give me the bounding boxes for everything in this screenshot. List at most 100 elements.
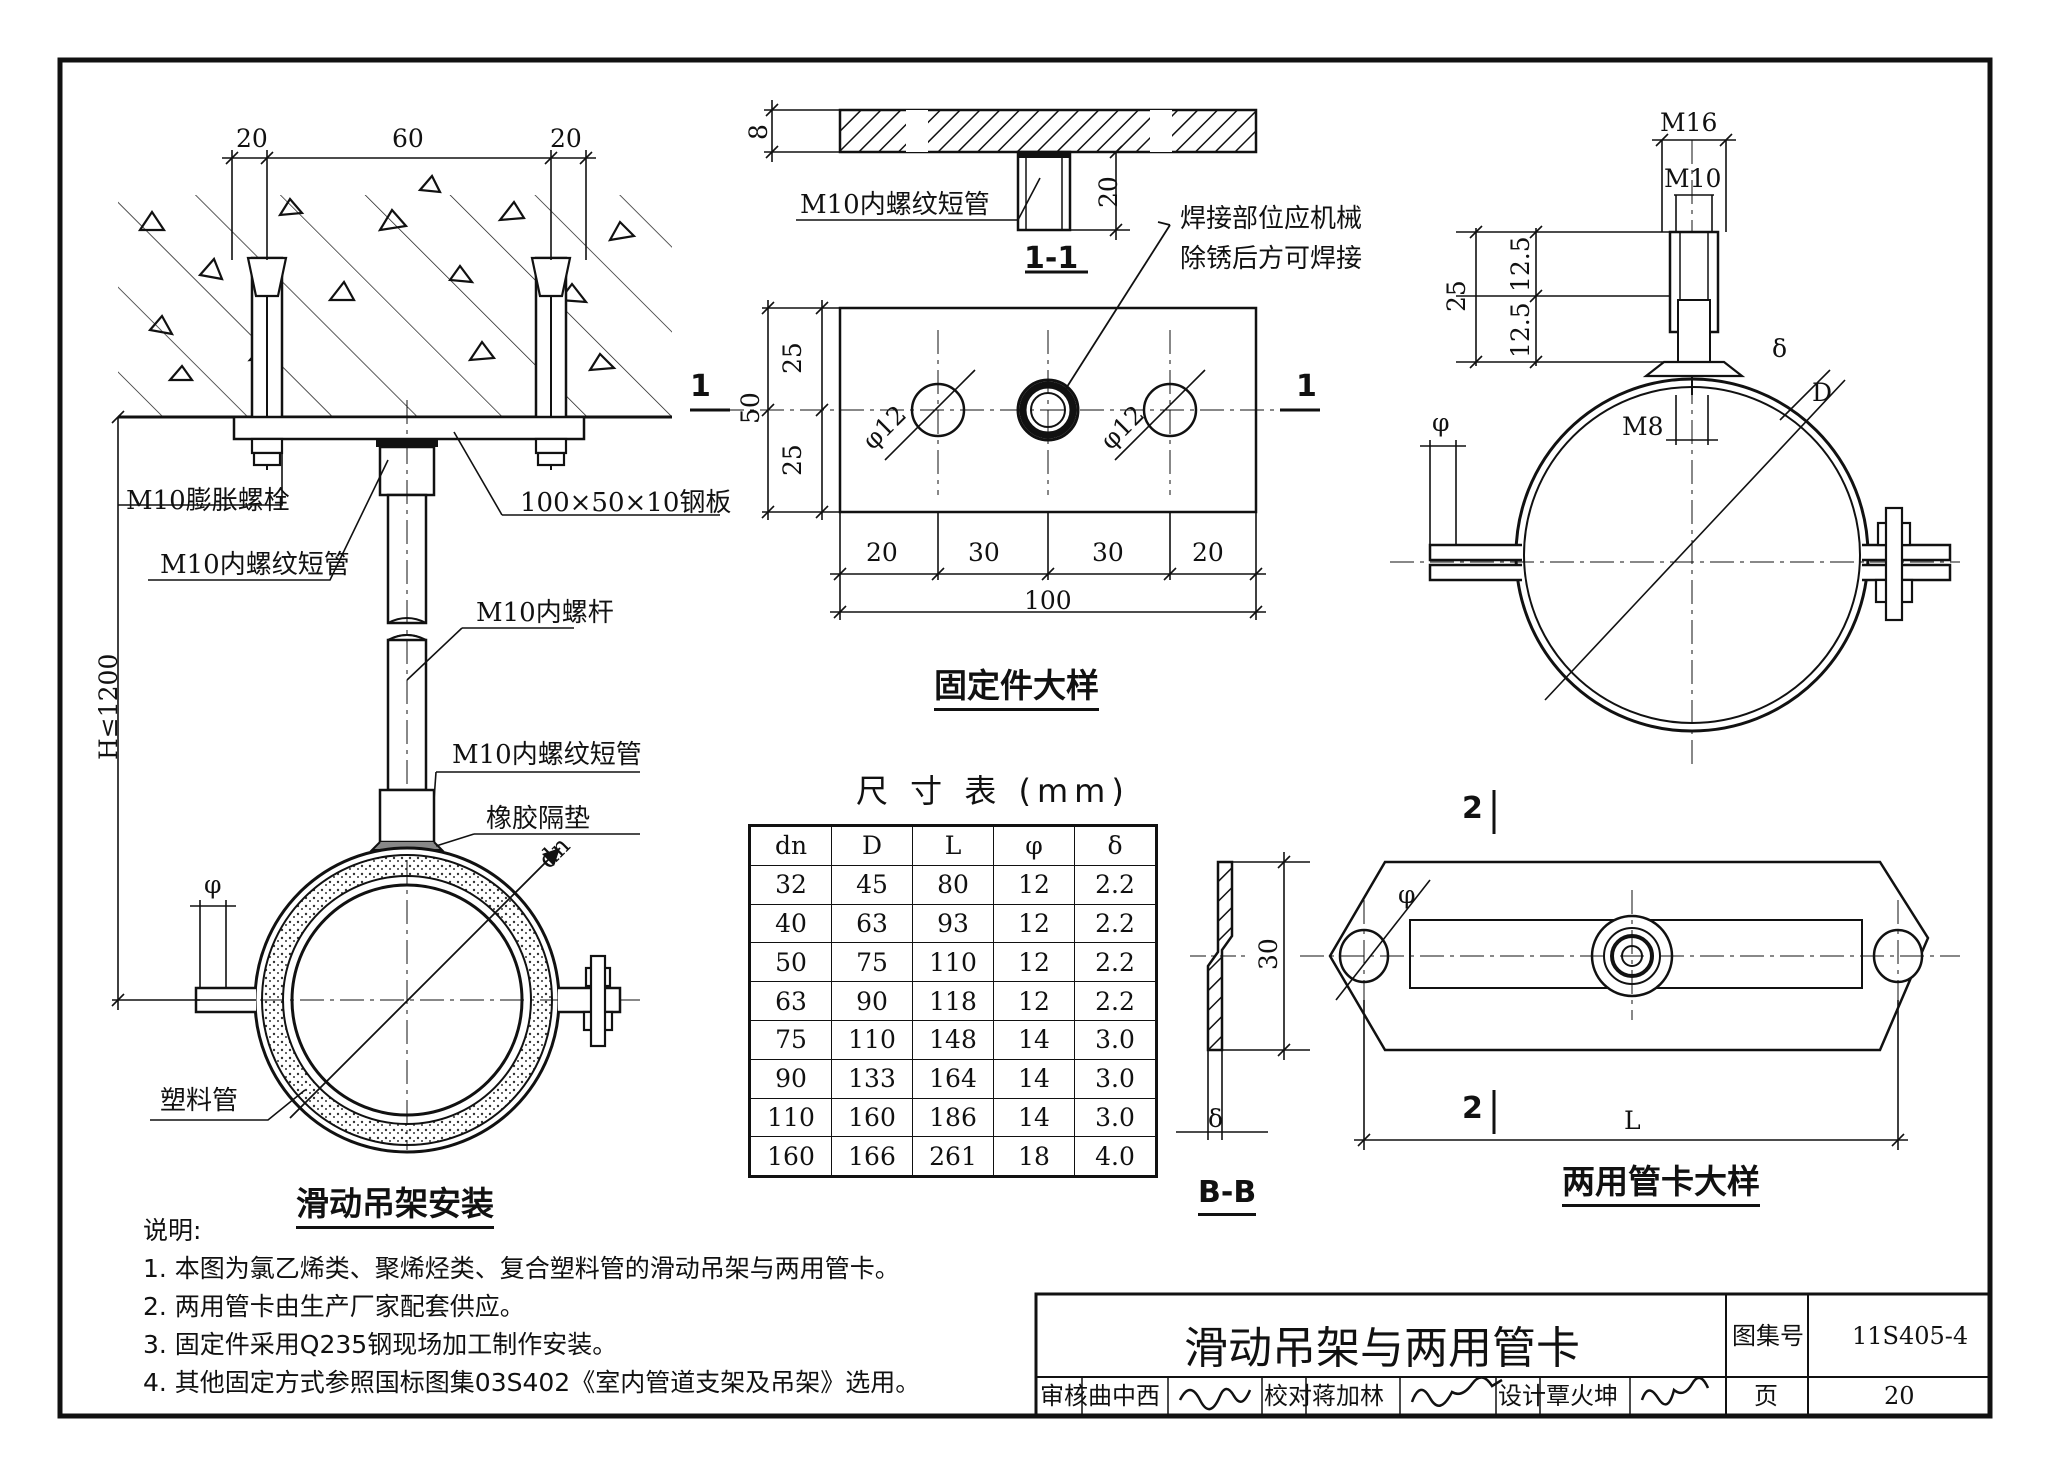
table-cell: 40	[749, 903, 832, 944]
dim-height: H≤1200	[94, 653, 123, 760]
table-cell: 18	[993, 1136, 1075, 1178]
table-cell: 118	[912, 981, 994, 1021]
dim-phi-v4: φ	[1398, 880, 1416, 909]
page-number: 20	[1884, 1382, 1915, 1410]
label-expansion-bolt: M10膨胀螺栓	[126, 486, 290, 516]
atlas-number: 11S405-4	[1852, 1322, 1969, 1350]
weld-note-line2: 除锈后方可焊接	[1180, 244, 1363, 274]
dim-delta-v3: δ	[1772, 334, 1788, 363]
table-header-cell: L	[912, 825, 994, 866]
table-cell: 12	[993, 981, 1075, 1021]
table-cell: 93	[912, 903, 994, 944]
dim-bottom-100: 100	[1024, 586, 1072, 615]
cut-mark-1-right: 1	[1296, 369, 1317, 404]
label-short-pipe-1-1: M10内螺纹短管	[800, 190, 990, 220]
cut-mark-2-bottom: 2	[1462, 1091, 1483, 1126]
dim-60: 60	[392, 124, 424, 153]
sheet-border	[57, 57, 1993, 1419]
view-fixing-detail	[690, 100, 1320, 620]
dim-L: L	[1624, 1106, 1641, 1135]
dim-m8: M8	[1622, 412, 1664, 441]
dim-pipe-length: 20	[1094, 176, 1123, 208]
view-dual-clamp-plan	[1176, 790, 1960, 1150]
table-cell: 32	[749, 864, 832, 905]
dim-12-5-bottom: 12.5	[1506, 302, 1535, 358]
designer-name: 覃火坤	[1546, 1382, 1618, 1410]
table-cell: 261	[912, 1136, 994, 1178]
view-clamp-elevation	[1390, 133, 1960, 770]
caption-sliding-hanger: 滑动吊架安装	[296, 1185, 494, 1230]
table-cell: 2.2	[1074, 942, 1157, 983]
note-2: 2. 两用管卡由生产厂家配套供应。	[143, 1292, 525, 1321]
signature-checker	[1410, 1376, 1503, 1407]
checker-name: 蒋加林	[1312, 1382, 1384, 1410]
dim-12-5-top: 12.5	[1506, 236, 1535, 292]
table-cell: 90	[749, 1058, 832, 1099]
page-label: 页	[1754, 1382, 1778, 1410]
caption-fixing-detail: 固定件大样	[934, 667, 1099, 712]
table-cell: 75	[749, 1019, 832, 1060]
notes-heading: 说明:	[143, 1216, 202, 1245]
table-cell: 14	[993, 1019, 1075, 1060]
table-cell: 110	[749, 1097, 832, 1138]
dim-bottom-20-right: 20	[1192, 538, 1224, 567]
table-cell: 110	[831, 1019, 913, 1060]
table-cell: 2.2	[1074, 864, 1157, 905]
table-cell: 2.2	[1074, 981, 1157, 1021]
note-3: 3. 固定件采用Q235钢现场加工制作安装。	[143, 1330, 618, 1359]
dim-20-left: 20	[236, 124, 268, 153]
table-cell: 148	[912, 1019, 994, 1060]
review-label: 审核	[1040, 1382, 1088, 1410]
dim-25-top: 25	[778, 342, 807, 374]
label-rod: M10内螺杆	[476, 598, 614, 628]
note-4: 4. 其他固定方式参照国标图集03S402《室内管道支架及吊架》选用。	[143, 1368, 921, 1397]
table-cell: 110	[912, 942, 994, 983]
table-title: 尺 寸 表 (mm)	[856, 772, 1130, 810]
table-cell: 12	[993, 903, 1075, 944]
dim-20-right: 20	[550, 124, 582, 153]
dim-30-bb: 30	[1254, 938, 1283, 970]
table-cell: 75	[831, 942, 913, 983]
dim-25-bottom: 25	[778, 444, 807, 476]
dim-bottom-30-right: 30	[1092, 538, 1124, 567]
dim-D: D	[1812, 378, 1833, 407]
notes: 说明: 1. 本图为氯乙烯类、聚烯烃类、复合塑料管的滑动吊架与两用管卡。 2. …	[143, 1212, 920, 1402]
table-cell: 2.2	[1074, 903, 1157, 944]
signature-designer	[1640, 1376, 1710, 1406]
table-cell: 50	[749, 942, 832, 983]
table-cell: 80	[912, 864, 994, 905]
atlas-label: 图集号	[1732, 1322, 1804, 1350]
table-cell: 160	[831, 1097, 913, 1138]
dim-bottom-30-left: 30	[968, 538, 1000, 567]
table-cell: 63	[831, 903, 913, 944]
table-cell: 63	[749, 981, 832, 1021]
table-cell: 3.0	[1074, 1058, 1157, 1099]
table-header-cell: δ	[1074, 825, 1157, 866]
title-block	[1034, 1292, 1992, 1418]
design-label: 设计	[1498, 1382, 1546, 1410]
table-cell: 4.0	[1074, 1136, 1157, 1178]
check-label: 校对	[1264, 1382, 1312, 1410]
table-header-cell: φ	[993, 825, 1075, 866]
signature-reviewer	[1178, 1387, 1252, 1411]
table-cell: 3.0	[1074, 1019, 1157, 1060]
table-cell: 160	[749, 1136, 832, 1178]
table-cell: 45	[831, 864, 913, 905]
table-header-cell: D	[831, 825, 913, 866]
dim-m16: M16	[1660, 108, 1718, 137]
table-cell: 133	[831, 1058, 913, 1099]
table-cell: 14	[993, 1058, 1075, 1099]
cut-mark-1-left: 1	[690, 369, 711, 404]
caption-dual-clamp: 两用管卡大样	[1562, 1163, 1760, 1208]
dim-delta-bb: δ	[1208, 1104, 1224, 1133]
